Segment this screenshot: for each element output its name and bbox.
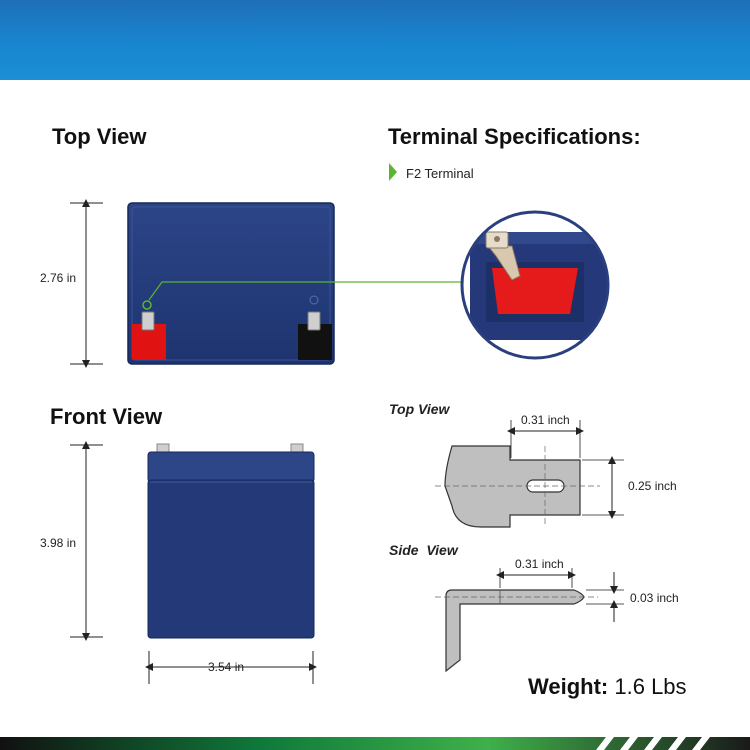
weight-label: Weight: — [528, 674, 609, 699]
top-depth-label: 2.76 in — [40, 271, 77, 285]
front-view-battery — [147, 443, 315, 639]
terminal-side-view-drawing — [435, 589, 598, 673]
front-view-title: Front View — [50, 404, 163, 429]
negative-terminal-tab — [307, 311, 321, 331]
detail-side-width-label: 0.31 inch — [515, 557, 564, 571]
callout-line — [148, 281, 463, 301]
terminal-zoom-circle — [460, 210, 610, 360]
front-height-label: 3.98 in — [40, 536, 77, 550]
bullet-arrow-icon — [389, 163, 397, 181]
detail-side-thickness-label: 0.03 inch — [630, 591, 679, 605]
terminal-top-view-drawing — [435, 445, 600, 528]
detail-top-height-label: 0.25 inch — [628, 479, 677, 493]
footer-band — [0, 737, 750, 750]
positive-terminal-tab — [141, 311, 155, 331]
weight-value: 1.6 Lbs — [614, 674, 687, 699]
top-view-title: Top View — [52, 124, 147, 149]
detail-top-width-label: 0.31 inch — [521, 413, 570, 427]
detail-side-view-title: Side View — [389, 542, 458, 558]
weight-readout: Weight: 1.6 Lbs — [528, 674, 687, 700]
terminal-specs-title: Terminal Specifications: — [388, 124, 641, 149]
top-view-battery — [127, 202, 335, 365]
detail-top-view-title: Top View — [389, 401, 450, 417]
terminal-type-label: F2 Terminal — [406, 166, 474, 181]
header-band — [0, 0, 750, 80]
